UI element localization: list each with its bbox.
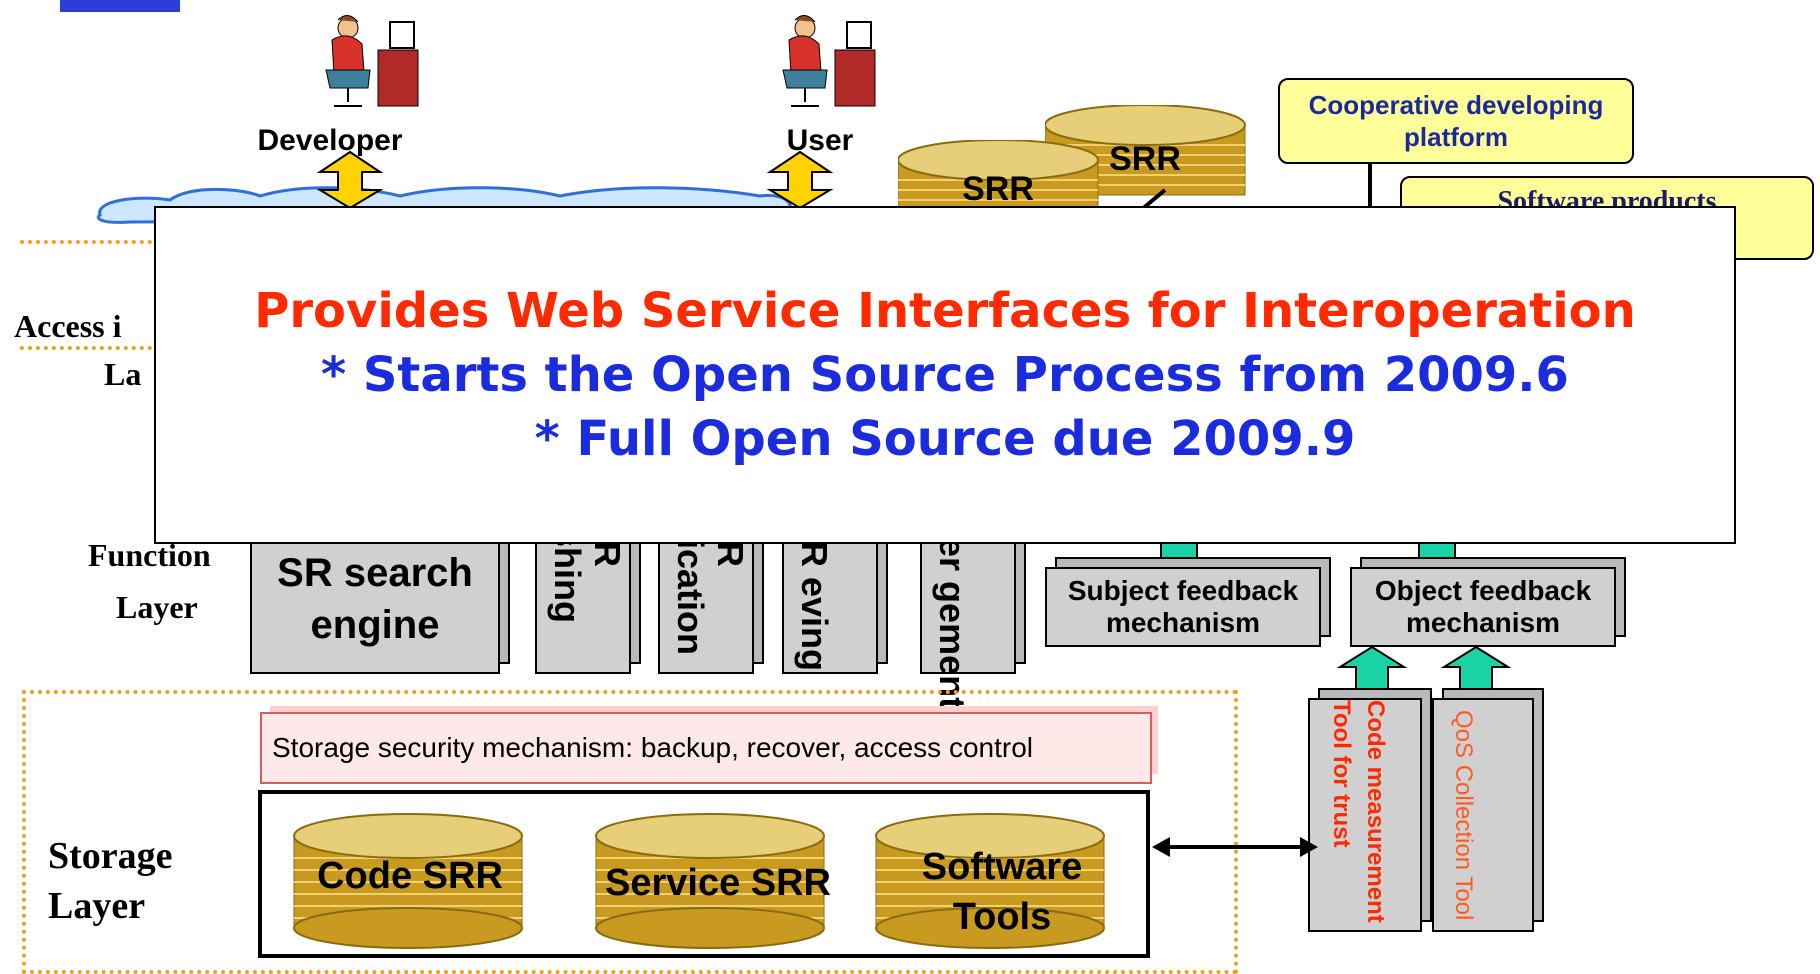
srr-back-label: SRR [1109, 140, 1181, 178]
title-bar-fragment [60, 0, 180, 12]
object-feedback-box: Object feedback mechanism [1350, 567, 1616, 647]
srr-front-disk-icon [898, 140, 1099, 231]
qos-collection-tool: QoS Collection Tool [1432, 698, 1534, 932]
subject-feedback-label: Subject feedback mechanism [1067, 575, 1299, 638]
cooperative-platform-box: Cooperative developing platform [1278, 78, 1634, 164]
code-measurement-tool: Code measurement Tool for trust [1308, 698, 1422, 932]
storage-security-label: Storage security mechanism: backup, reco… [272, 732, 1034, 763]
subject-feedback-box: Subject feedback mechanism [1045, 567, 1321, 647]
user-management-module: ser gement [920, 517, 1016, 709]
search-engine-module: SR search engine [250, 535, 500, 674]
software-tools-disk-icon [875, 813, 1105, 949]
user-label: User [786, 124, 854, 157]
storage-layer-label-second: Layer [48, 885, 146, 927]
software-tools-label: Software Tools [921, 846, 1083, 938]
srr-front-label: SRR [962, 170, 1034, 208]
publishing-module: SR ishing [535, 535, 631, 674]
code-tool-up-arrow-icon [1336, 645, 1408, 694]
certification-label: SR ification [670, 535, 751, 656]
qos-tool-up-arrow-icon [1440, 645, 1512, 694]
publishing-label: SR ishing [547, 535, 628, 623]
access-layer-top-line [20, 240, 200, 244]
announcement-overlay: Provides Web Service Interfaces for Inte… [154, 206, 1736, 544]
search-engine-label: SR search engine [277, 551, 473, 647]
storage-repository-box [258, 790, 1150, 958]
certification-module: SR ification [658, 535, 754, 674]
access-layer-label: Access i [14, 308, 122, 344]
user-management-label: ser gement [932, 517, 973, 710]
retrieving-module: SR eving [782, 535, 878, 674]
service-srr-label: Service SRR [604, 862, 831, 904]
developer-label: Developer [257, 124, 403, 157]
storage-security-bar: Storage security mechanism: backup, reco… [260, 712, 1152, 784]
storage-layer-box [22, 690, 1238, 974]
storage-tools-double-arrow-icon [1152, 837, 1318, 857]
overlay-line-3: * Full Open Source due 2009.9 [534, 411, 1356, 467]
access-layer-bottom-line [20, 346, 200, 350]
object-feedback-label: Object feedback mechanism [1374, 575, 1592, 638]
code-srr-disk-icon [293, 813, 523, 949]
code-measurement-label: Code measurement Tool for trust [1328, 700, 1389, 923]
overlay-line-2: * Starts the Open Source Process from 20… [321, 347, 1569, 403]
retrieving-label: SR eving [794, 535, 835, 672]
overlay-line-1: Provides Web Service Interfaces for Inte… [254, 283, 1636, 339]
developer-icon [325, 15, 419, 107]
function-layer-label-second: Layer [116, 589, 198, 625]
access-layer-label-second: La [104, 356, 142, 392]
qos-label: QoS Collection Tool [1450, 709, 1477, 921]
code-srr-label: Code SRR [317, 855, 503, 897]
user-icon [782, 15, 876, 107]
service-srr-disk-icon [595, 813, 825, 949]
cooperative-platform-label: Cooperative developing platform [1308, 90, 1604, 152]
storage-layer-label: Storage [48, 835, 173, 877]
